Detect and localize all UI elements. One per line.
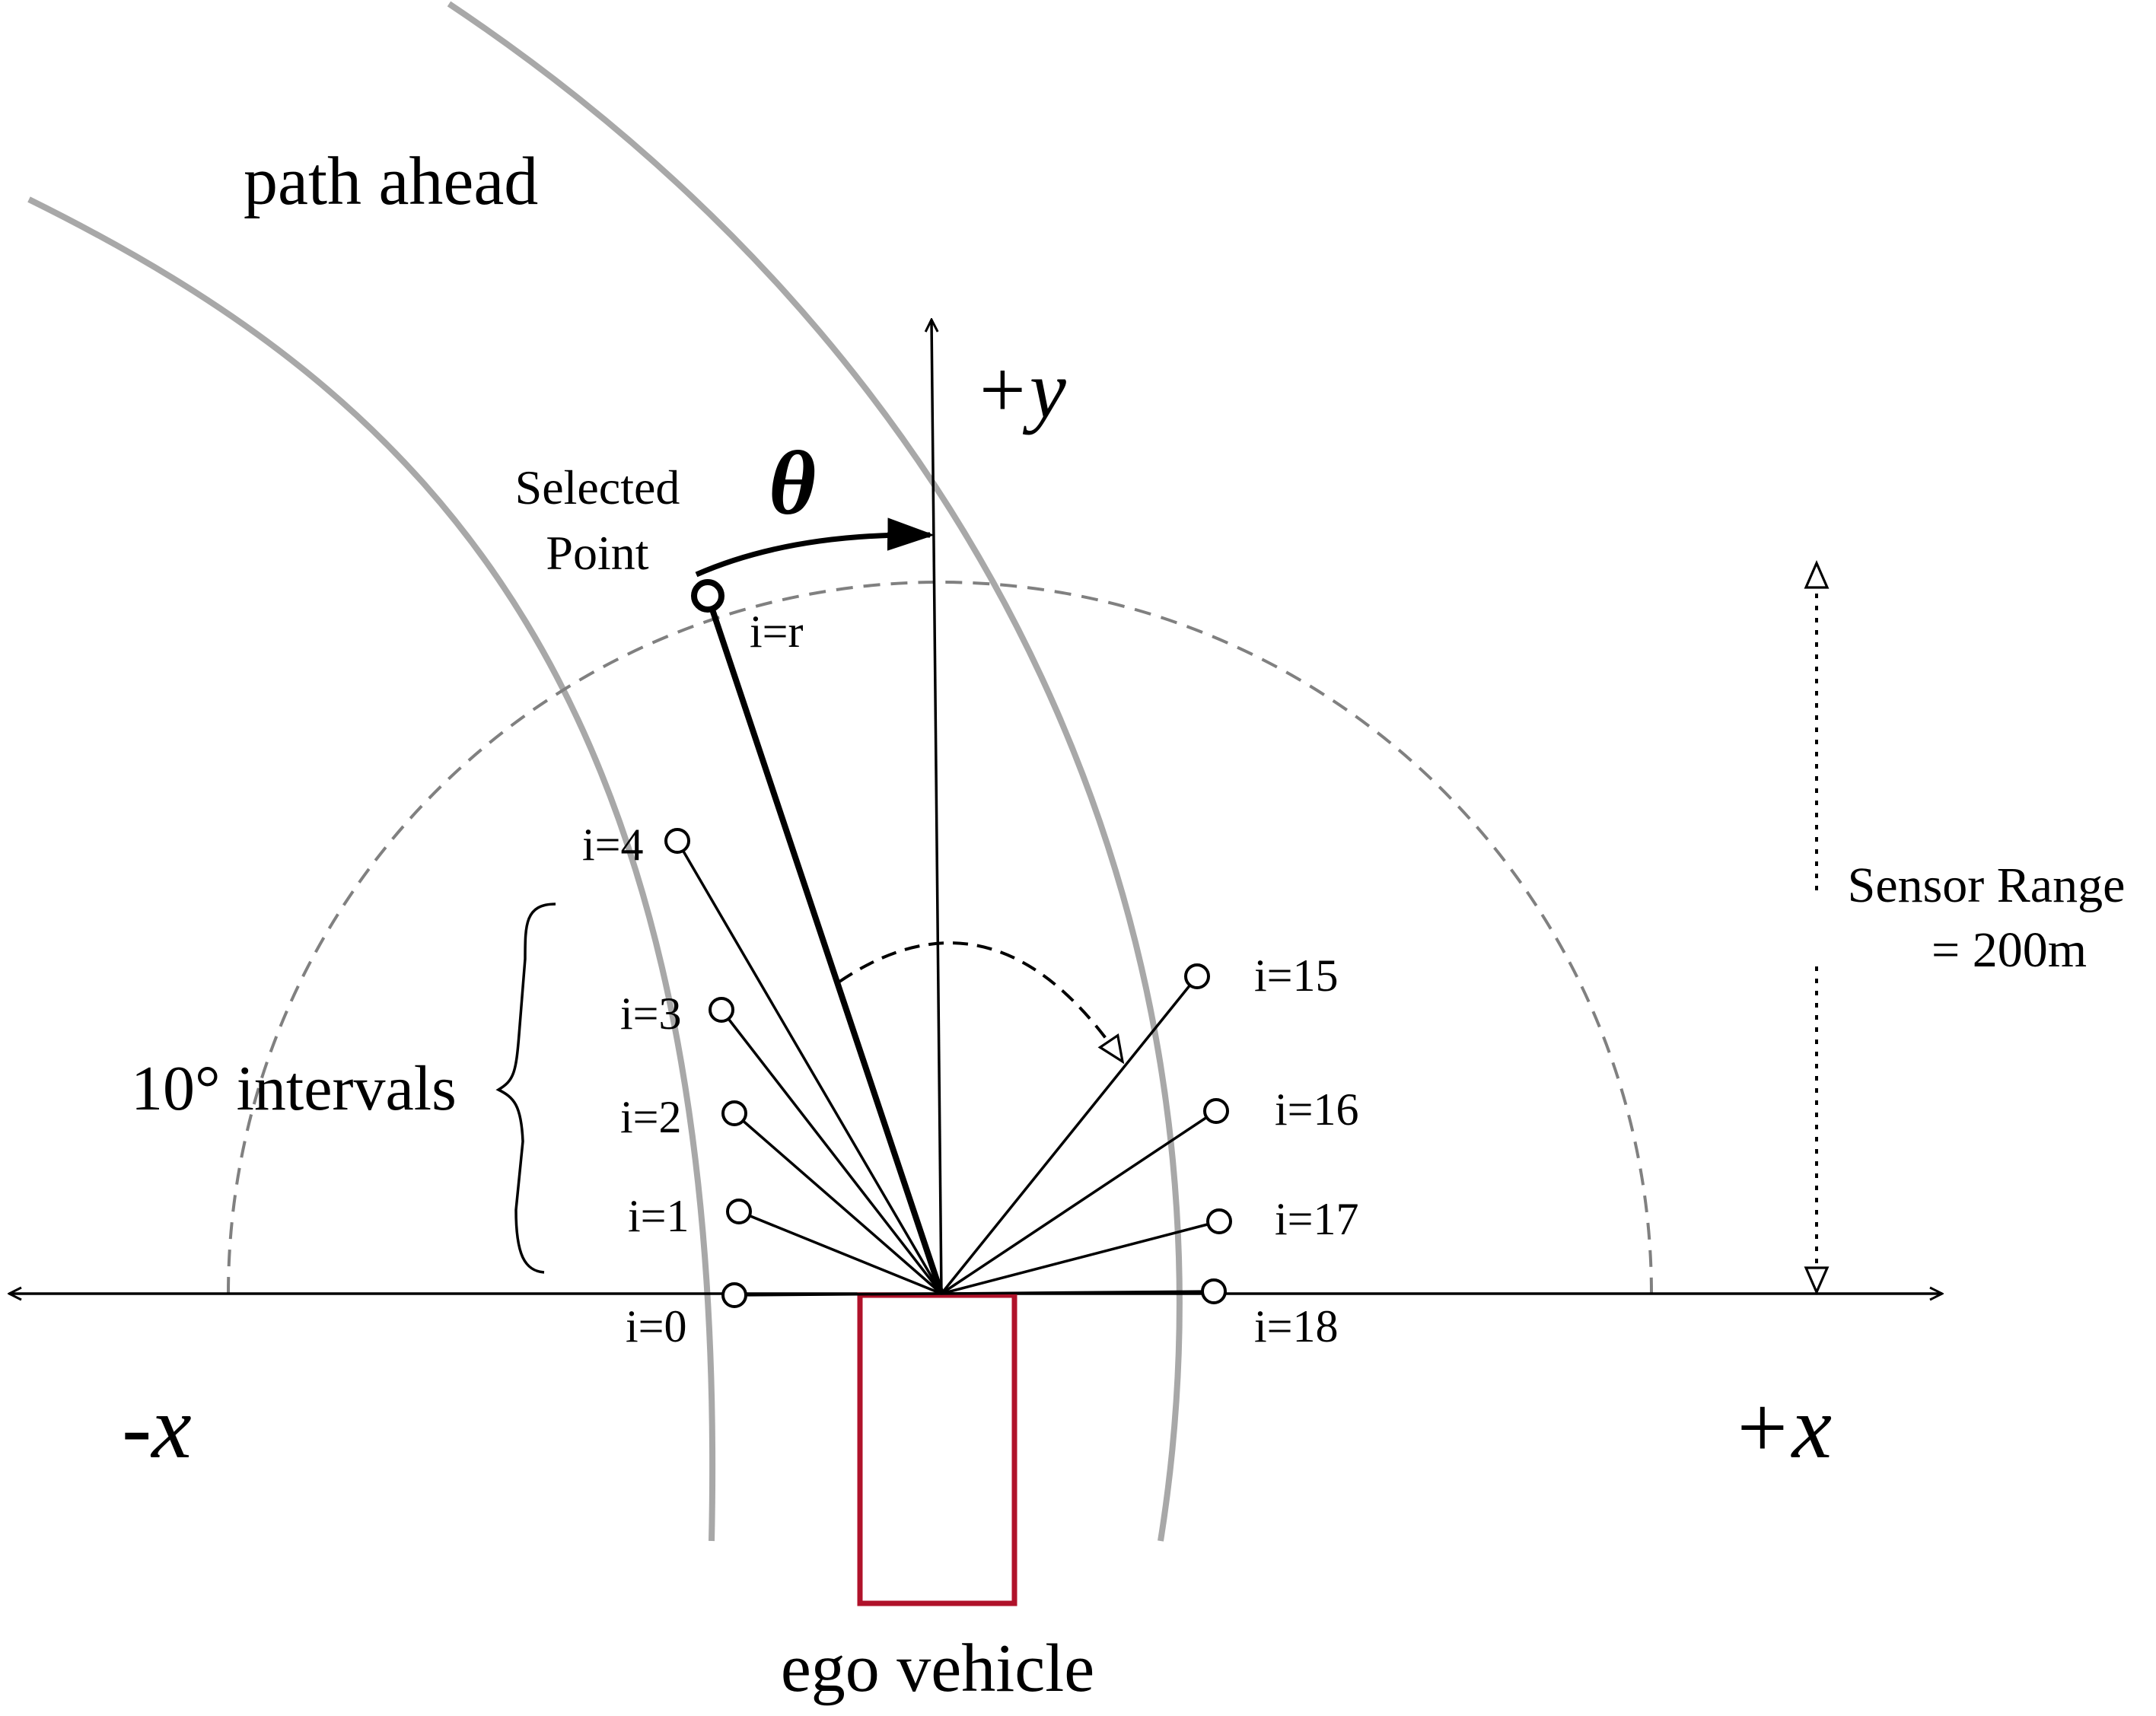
- i-15-label: i=15: [1254, 950, 1339, 1001]
- y-axis: [932, 320, 943, 1294]
- ray-i2: [733, 1112, 943, 1295]
- theta-label: θ: [769, 432, 816, 533]
- i-16-label: i=16: [1275, 1084, 1359, 1135]
- sensor-range-circle: [227, 581, 1653, 1294]
- point-i17: [1206, 1208, 1232, 1234]
- path-ahead-label: path ahead: [244, 144, 538, 219]
- lane-left-boundary: [27, 196, 716, 1542]
- point-i4: [664, 828, 690, 854]
- sensor-range-label-line1: Sensor Range: [1848, 858, 2126, 913]
- i-r-label: i=r: [750, 606, 804, 657]
- lane-right-boundary: [447, 1, 1183, 1542]
- selected-ray: [705, 594, 944, 1295]
- interval-brace: [495, 903, 556, 1274]
- ray-i3: [720, 1008, 943, 1295]
- point-i3: [709, 997, 734, 1023]
- ray-i16: [941, 1110, 1217, 1295]
- i-18-label: i=18: [1254, 1301, 1339, 1351]
- ray-i1: [738, 1210, 942, 1295]
- ray-i15: [940, 975, 1199, 1295]
- selected-point-label-line1: Selected: [515, 460, 680, 514]
- i-1-label: i=1: [628, 1191, 689, 1241]
- selected-point-marker: [691, 579, 725, 613]
- ray-lines: [676, 840, 1220, 1297]
- sensor-range-label-line2: = 200m: [1931, 922, 2087, 978]
- i-17-label: i=17: [1275, 1194, 1359, 1244]
- point-i1: [726, 1199, 752, 1224]
- plus-x-label: +x: [1731, 1377, 1832, 1477]
- point-i16: [1203, 1098, 1229, 1124]
- sweep-arc-arrow: [838, 941, 1125, 1065]
- i-3-label: i=3: [620, 989, 682, 1039]
- ray-i18: [941, 1290, 1215, 1295]
- intervals-label: 10° intervals: [131, 1053, 457, 1124]
- point-i0: [721, 1282, 747, 1308]
- i-2-label: i=2: [620, 1092, 682, 1142]
- ray-i4: [676, 840, 943, 1294]
- ego-vehicle-box: [857, 1292, 1017, 1606]
- i-0-label: i=0: [626, 1301, 687, 1351]
- candidate-points: [664, 828, 1232, 1308]
- point-i18: [1201, 1278, 1227, 1304]
- ray-i17: [941, 1220, 1220, 1295]
- plus-y-label: +y: [974, 345, 1066, 435]
- point-i2: [721, 1100, 747, 1126]
- ray-i0: [734, 1292, 942, 1297]
- theta-arc-arrow: [695, 517, 935, 578]
- i-4-label: i=4: [582, 820, 644, 870]
- minus-x-label: -x: [122, 1377, 192, 1477]
- selected-point-label-line2: Point: [546, 526, 648, 580]
- ego-vehicle-label: ego vehicle: [781, 1631, 1094, 1706]
- point-i15: [1184, 963, 1210, 989]
